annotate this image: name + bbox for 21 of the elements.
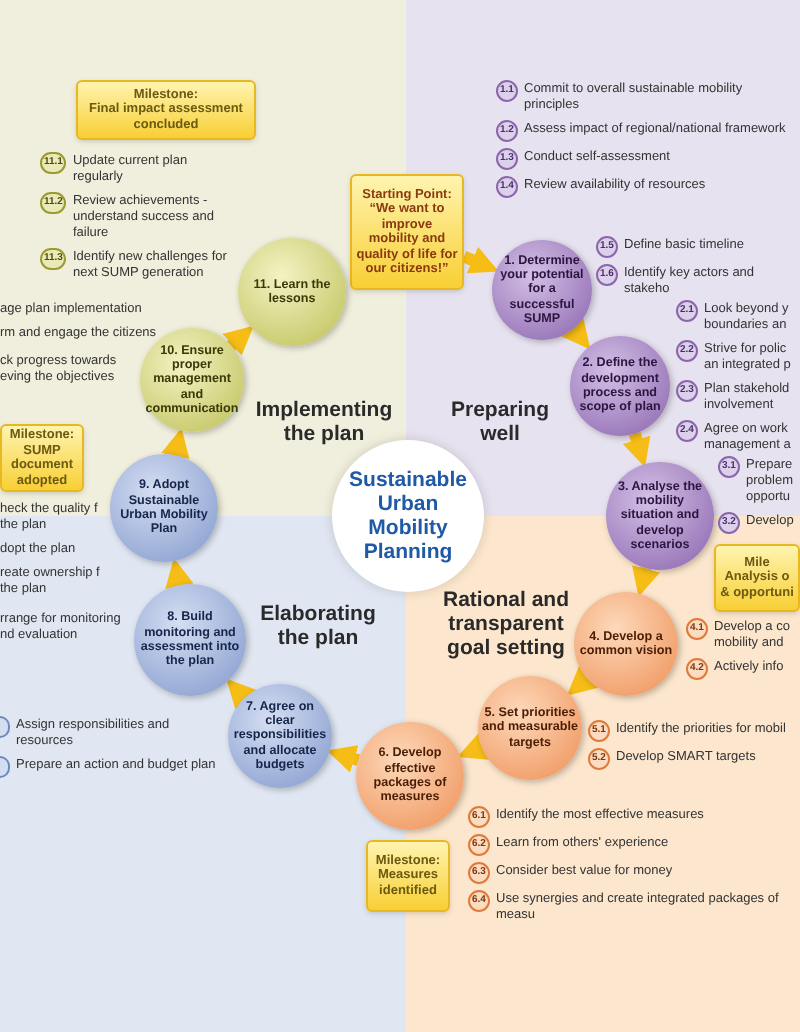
milestone-box bbox=[0, 424, 84, 492]
milestone-box bbox=[76, 80, 256, 140]
phase-title: Elaborating the plan bbox=[258, 602, 378, 650]
arrow bbox=[457, 733, 490, 760]
arrow bbox=[461, 246, 499, 274]
arrow bbox=[561, 318, 591, 350]
arrow bbox=[161, 427, 190, 460]
milestone-box bbox=[714, 544, 800, 612]
phase-title: Rational and transparent goal setting bbox=[440, 588, 571, 660]
starting-point-box bbox=[350, 174, 464, 290]
phase-title: Implementing the plan bbox=[253, 398, 395, 446]
arrow bbox=[566, 665, 598, 696]
center-title: Sustainable Urban Mobility Planning bbox=[347, 468, 469, 564]
arrow bbox=[622, 432, 651, 468]
arrow bbox=[632, 565, 660, 597]
milestone-box bbox=[366, 840, 450, 912]
arrow bbox=[226, 678, 257, 710]
arrow bbox=[222, 325, 254, 356]
arrow bbox=[326, 745, 361, 773]
phase-title: Preparing well bbox=[448, 398, 551, 446]
arrow bbox=[165, 558, 194, 590]
